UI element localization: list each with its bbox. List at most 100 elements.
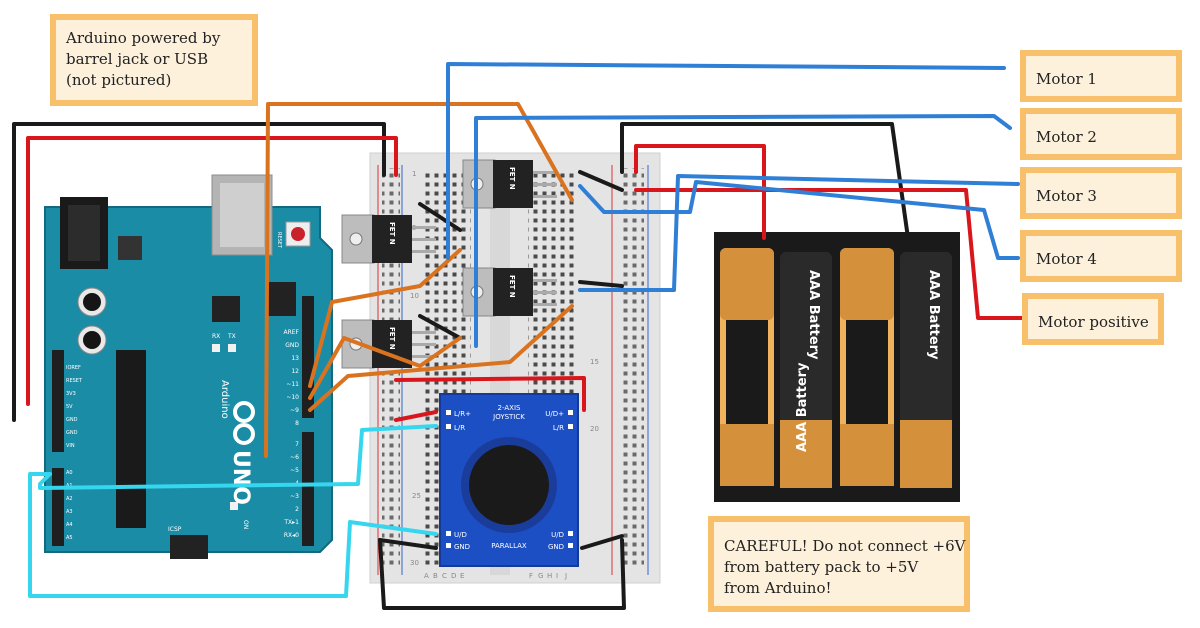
bb-col-a: A [424, 572, 429, 580]
joy-pin-ud-right: U/D [551, 531, 564, 539]
bb-row-25: 25 [412, 492, 421, 500]
svg-text:AAA Battery: AAA Battery [795, 362, 810, 452]
pin-a0: A0 [66, 470, 73, 476]
motor-3-label: Motor 3 [1020, 167, 1182, 219]
bb-col-j: J [564, 572, 567, 580]
battery-pack: AAA Battery AAA Battery AAA Battery AAA … [675, 232, 960, 502]
pin-13: 13 [291, 355, 299, 362]
wire-black-f4 [418, 314, 462, 340]
pin-5: ~5 [290, 467, 299, 474]
power-note-line-1: Arduino powered by [66, 29, 221, 47]
pin-aref: AREF [283, 329, 299, 336]
joy-pin-gnd-left: GND [454, 543, 470, 551]
wire-orange-4 [308, 304, 574, 412]
joystick-title-2: JOYSTICK [492, 413, 525, 421]
bb-row-15: 15 [590, 358, 599, 366]
mosfet-3-label: FET N [508, 275, 516, 298]
bb-row-30: 30 [410, 559, 419, 567]
bb-col-e: E [460, 572, 464, 580]
bb-row-20: 20 [590, 425, 599, 433]
pin-1: TX▸1 [283, 519, 299, 526]
power-note-line-3: (not pictured) [66, 71, 172, 89]
motor-4-label: Motor 4 [1020, 230, 1182, 282]
battery-cell-3: AAA Battery [795, 248, 894, 486]
mosfet-1-label: FET N [388, 222, 396, 245]
joystick-title-1: 2-AXIS [498, 404, 521, 412]
arduino-brand: Arduino [219, 380, 230, 419]
wire-red-motor-pos [634, 188, 1024, 320]
careful-note-line-2: from battery pack to +5V [724, 558, 919, 576]
bb-col-i: I [556, 572, 558, 580]
mosfet-4-label: FET N [388, 327, 396, 350]
pin-9: ~9 [290, 407, 299, 414]
joy-pin-gnd-right: GND [548, 543, 564, 551]
wire-orange-1 [264, 102, 574, 458]
on-label: ON [242, 520, 249, 529]
wire-blue-motor2 [474, 114, 1012, 348]
pin-vin: VIN [66, 443, 75, 449]
wire-black-f3 [578, 280, 624, 288]
pin-11: ~11 [286, 381, 299, 388]
wire-black-gnd-left [12, 122, 386, 422]
wire-orange-2 [308, 248, 462, 388]
careful-note: CAREFUL! Do not connect +6V from battery… [708, 516, 970, 612]
bb-col-c: C [442, 572, 447, 580]
tx-label: TX [227, 333, 236, 340]
arduino-infinity-logo [233, 401, 255, 445]
wire-red-rail [394, 376, 586, 412]
wire-red-5v [26, 136, 398, 406]
rx-label: RX [212, 333, 220, 340]
bb-col-f: F [529, 572, 533, 580]
pin-10: ~10 [286, 394, 299, 401]
joy-pin-lr: L/R [454, 424, 465, 432]
wire-orange-3 [308, 336, 462, 400]
pin-a4: A4 [66, 522, 73, 528]
pin-12: 12 [291, 368, 299, 375]
pin-2: 2 [295, 506, 299, 513]
bb-col-h: H [547, 572, 552, 580]
pin-7: 7 [295, 441, 299, 448]
pin-8: 8 [295, 420, 299, 427]
pin-3: ~3 [290, 493, 299, 500]
power-note-line-2: barrel jack or USB [66, 50, 209, 68]
bb-row-10: 10 [410, 292, 419, 300]
pin-gnd2: GND [66, 430, 78, 436]
svg-text:AAA Battery: AAA Battery [806, 270, 821, 360]
wire-black-gnd1 [378, 538, 438, 550]
pin-a2: A2 [66, 496, 73, 502]
bb-col-g: G [538, 572, 543, 580]
arduino-board: RESET ICSP TX RX ON Arduino UNO [44, 174, 333, 559]
mosfet-3: FET N [462, 267, 557, 317]
atmega-chip [116, 350, 146, 528]
wire-black-f1 [418, 202, 462, 232]
svg-text:AAA Battery: AAA Battery [675, 362, 690, 452]
motor-1-label: Motor 1 [1020, 50, 1182, 102]
mosfet-2-label: FET N [508, 167, 516, 190]
joy-pin-ud-left: U/D [454, 531, 467, 539]
svg-text:AAA Battery: AAA Battery [926, 270, 941, 360]
wires [12, 62, 1024, 610]
power-note: Arduino powered by barrel jack or USB (n… [50, 14, 258, 106]
battery-cell-2: AAA Battery [780, 252, 832, 488]
bb-col-b: B [433, 572, 438, 580]
wire-cyan-lr [38, 424, 438, 490]
battery-cell-1: AAA Battery [675, 248, 774, 486]
pin-a3: A3 [66, 509, 73, 515]
icsp-label: ICSP [168, 526, 182, 533]
joystick-module: 2-AXIS JOYSTICK PARALLAX L/R+ L/R U/D+ L… [439, 393, 579, 567]
pin-a5: A5 [66, 535, 73, 541]
pin-ioref: IOREF [66, 365, 81, 371]
uno-logo: UNO [228, 450, 253, 505]
joystick-brand: PARALLAX [491, 542, 527, 550]
bb-col-d: D [451, 572, 456, 580]
pin-3v3: 3V3 [66, 391, 76, 397]
wire-blue-motor1 [446, 62, 1006, 260]
pin-6: ~6 [290, 454, 299, 461]
wire-blue-motor4 [578, 180, 1020, 260]
pin-gnd3: GND [285, 342, 299, 349]
battery-cell-4: AAA Battery [900, 252, 952, 488]
pin-5v: 5V [66, 404, 73, 410]
careful-note-line-1: CAREFUL! Do not connect +6V [724, 537, 966, 555]
mosfet-2: FET N [462, 159, 557, 209]
